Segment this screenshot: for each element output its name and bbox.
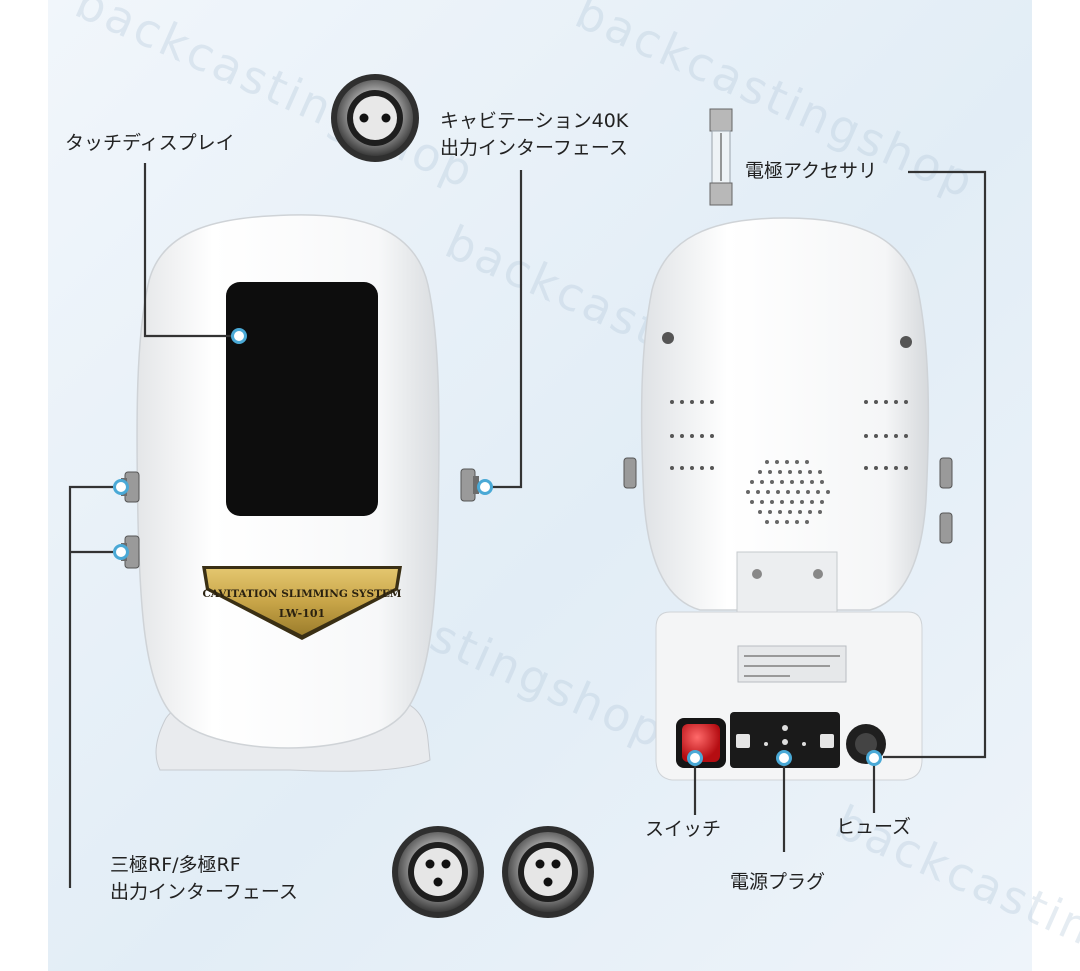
label-fuse-text: ヒューズ: [836, 816, 912, 838]
product-badge: [206, 569, 398, 635]
fuse-accessory: [709, 108, 733, 206]
label-rf-port: 三極RF/多極RF 出力インターフェース: [110, 852, 298, 906]
callout-dot: [776, 750, 792, 766]
badge-title: CAVITATION SLIMMING SYSTEM: [202, 588, 401, 600]
callout-lines: [68, 163, 987, 888]
label-cavitation-port-line1: キャビテーション40K: [440, 110, 629, 132]
callout-dot: [113, 479, 129, 495]
rf-connector: [502, 826, 594, 918]
cavitation-port-connector: [460, 468, 476, 502]
label-cavitation-port: キャビテーション40K 出力インターフェース: [440, 108, 628, 162]
callout-dot: [231, 328, 247, 344]
back-device: [623, 217, 953, 781]
rf-connector: [392, 826, 484, 918]
label-cavitation-port-line2: 出力インターフェース: [440, 137, 628, 159]
touch-screen: [226, 282, 378, 516]
label-rf-port-line1: 三極RF/多極RF: [110, 854, 241, 876]
callout-dot: [477, 479, 493, 495]
label-power-plug: 電源プラグ: [730, 869, 825, 896]
label-touch-display: タッチディスプレイ: [65, 130, 235, 157]
speaker-grille: [746, 460, 830, 524]
cavitation-connector: [331, 74, 419, 162]
label-switch: スイッチ: [645, 816, 721, 843]
label-electrode-accessory-text: 電極アクセサリ: [745, 160, 878, 182]
callout-dot: [113, 544, 129, 560]
front-device: CAVITATION SLIMMING SYSTEM LW-101: [121, 214, 479, 772]
badge-model: LW-101: [279, 607, 325, 620]
label-rf-port-line2: 出力インターフェース: [110, 881, 298, 903]
callout-dot: [866, 750, 882, 766]
callout-dot: [687, 750, 703, 766]
label-fuse: ヒューズ: [836, 814, 911, 841]
label-touch-display-text: タッチディスプレイ: [65, 132, 235, 154]
label-electrode-accessory: 電極アクセサリ: [745, 158, 877, 185]
label-power-plug-text: 電源プラグ: [730, 871, 826, 893]
label-switch-text: スイッチ: [645, 818, 722, 840]
